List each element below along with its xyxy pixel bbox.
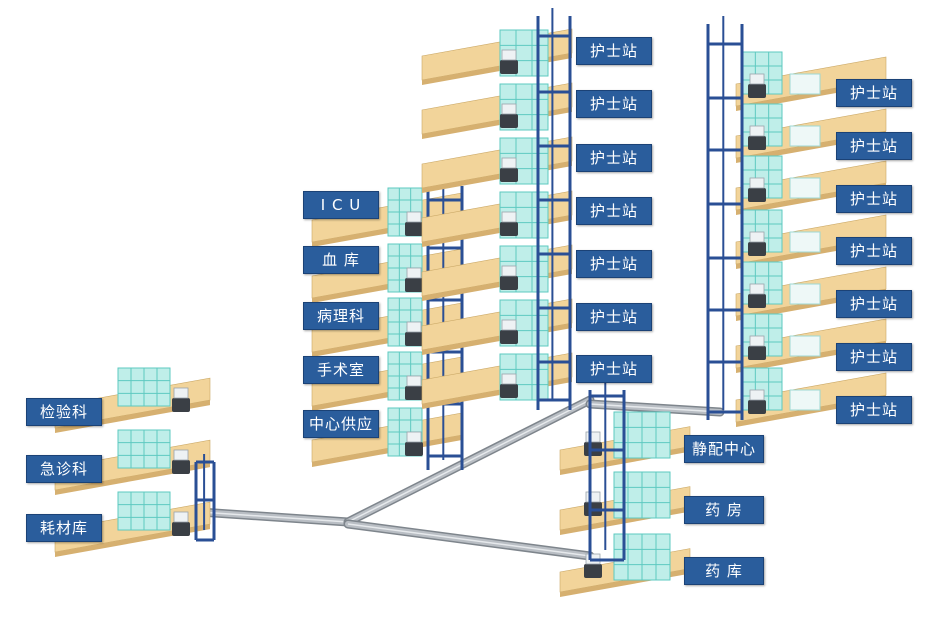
track-lower-shine [347,523,591,557]
mid-station-1-box [406,267,422,279]
left-station-1-cart [172,460,190,474]
center-station-1-cart [500,114,518,128]
label-nurse-station-c3: 护士站 [576,144,652,172]
mid-station-3-cart [405,386,423,400]
label-nurse-station-c6: 护士站 [576,303,652,331]
label-nurse-station-c4: 护士站 [576,197,652,225]
left-station-2-box [173,511,189,523]
center-station-6-box [501,373,517,385]
right-station-4-box [749,283,765,295]
label-nurse-station-r1: 护士站 [836,79,912,107]
mid-station-4-cart [405,442,423,456]
right-station-4-cart [748,294,766,308]
label-lab: 检验科 [26,398,102,426]
label-nurse-station-c7: 护士站 [576,355,652,383]
right-station-1-cart [748,136,766,150]
right-counter-6 [789,389,821,411]
center-station-4-box [501,265,517,277]
right-station-3-box [749,231,765,243]
label-pharmacy: 药 房 [684,496,764,524]
right-counter-4 [789,283,821,305]
mid-station-2-box [406,321,422,333]
mid-station-1-cart [405,278,423,292]
br-station-2-cart [584,564,602,578]
right-station-6-cart [748,400,766,414]
label-nurse-station-r6: 护士站 [836,343,912,371]
right-station-0-box [749,73,765,85]
track-left-shine [199,511,349,523]
label-nurse-station-r3: 护士站 [836,185,912,213]
mid-station-4-box [406,431,422,443]
label-icu: I C U [303,191,379,219]
label-central-supply: 中心供应 [303,410,379,438]
label-nurse-station-r2: 护士站 [836,132,912,160]
center-station-5-box [501,319,517,331]
left-station-0-box [173,387,189,399]
br-station-1-box [585,491,601,503]
right-station-2-box [749,177,765,189]
center-station-2-cart [500,168,518,182]
label-iv-admixture-center: 静配中心 [684,435,764,463]
left-floor-2-edge [55,524,210,557]
left-station-2-cart [172,522,190,536]
center-station-4-cart [500,276,518,290]
label-nurse-station-r5: 护士站 [836,290,912,318]
mid-station-0-box [406,211,422,223]
label-nurse-station-c2: 护士站 [576,90,652,118]
right-station-5-cart [748,346,766,360]
center-station-0-cart [500,60,518,74]
center-station-6-cart [500,384,518,398]
right-station-6-box [749,389,765,401]
mid-station-2-cart [405,332,423,346]
track-right-shine [589,403,721,413]
track-diagonal-shine [347,399,591,523]
label-drug-warehouse: 药 库 [684,557,764,585]
right-counter-2 [789,177,821,199]
label-nurse-station-c5: 护士站 [576,250,652,278]
center-station-2-box [501,157,517,169]
right-station-2-cart [748,188,766,202]
label-blood-bank: 血 库 [303,246,379,274]
label-pathology: 病理科 [303,302,379,330]
label-nurse-station-r4: 护士站 [836,237,912,265]
center-station-5-cart [500,330,518,344]
right-station-1-box [749,125,765,137]
mid-floor-4-edge [312,435,462,467]
label-nurse-station-c1: 护士站 [576,37,652,65]
mid-station-0-cart [405,222,423,236]
center-station-1-box [501,103,517,115]
right-counter-0 [789,73,821,95]
mid-station-3-box [406,375,422,387]
left-station-1-box [173,449,189,461]
right-station-5-box [749,335,765,347]
center-station-3-box [501,211,517,223]
right-station-0-cart [748,84,766,98]
center-station-0-box [501,49,517,61]
left-floor-1-edge [55,462,210,495]
label-emergency: 急诊科 [26,455,102,483]
right-station-3-cart [748,242,766,256]
right-counter-5 [789,335,821,357]
left-station-0-cart [172,398,190,412]
label-consumables-store: 耗材库 [26,514,102,542]
right-counter-3 [789,231,821,253]
center-station-3-cart [500,222,518,236]
right-counter-1 [789,125,821,147]
br-station-0-box [585,431,601,443]
label-operating-room: 手术室 [303,356,379,384]
label-nurse-station-r7: 护士站 [836,396,912,424]
